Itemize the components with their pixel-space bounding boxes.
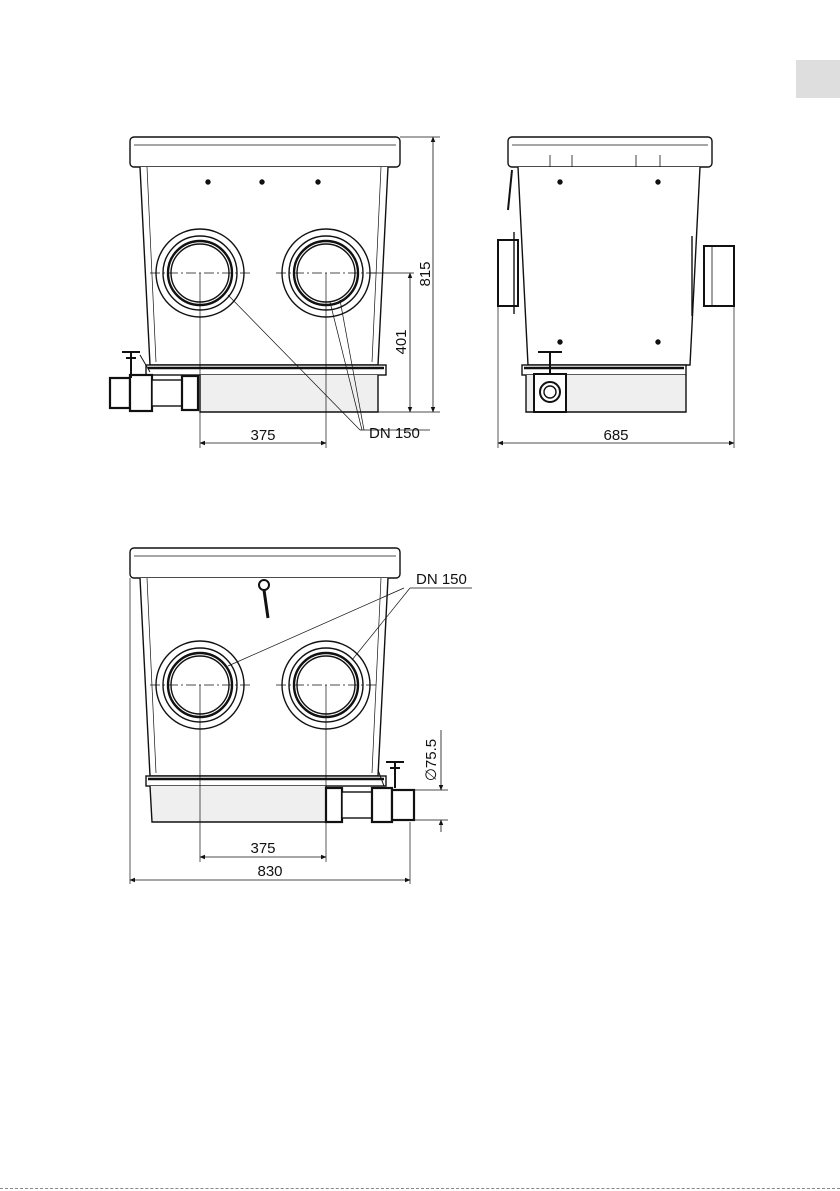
side-view <box>498 137 734 448</box>
side-dim-width: 685 <box>603 427 628 444</box>
rear-view <box>130 548 472 884</box>
front-base <box>146 365 386 375</box>
side-body <box>518 167 700 365</box>
front-dim-spacing: 375 <box>250 427 275 444</box>
side-lid <box>508 137 712 167</box>
page-bottom-rule <box>0 1188 840 1189</box>
rear-dim-inlet-label: DN 150 <box>416 571 467 588</box>
rear-dim-spacing: 375 <box>250 840 275 857</box>
side-left-socket-icon <box>498 232 518 314</box>
rear-dim-width: 830 <box>257 863 282 880</box>
front-dim-total-height: 815 <box>417 261 434 286</box>
front-dim-inlet-label: DN 150 <box>369 425 420 442</box>
front-view <box>110 137 440 448</box>
front-body <box>140 167 388 365</box>
side-right-socket-icon <box>692 236 734 316</box>
rear-body <box>140 578 388 776</box>
rear-dim-pipe-diameter: ∅75.5 <box>423 739 440 781</box>
front-lid <box>130 137 400 167</box>
front-dim-inlet-height: 401 <box>393 329 410 354</box>
rear-lid <box>130 548 400 578</box>
